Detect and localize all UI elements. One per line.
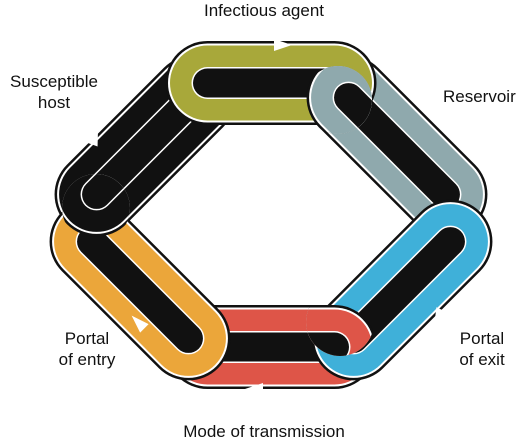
direction-arrow-icon (274, 39, 292, 51)
chain-links (49, 39, 493, 395)
direction-arrow-icon (131, 315, 149, 333)
label-reservoir: Reservoir (443, 87, 516, 106)
label-portal-of-exit: Portal of exit (459, 329, 505, 369)
label-susceptible-host: Susceptible host (10, 72, 98, 112)
label-infectious-agent: Infectious agent (203, 1, 325, 20)
direction-arrow-icon (86, 127, 99, 147)
direction-arrow-icon (245, 383, 263, 395)
label-mode-of-transmission: Mode of transmission (183, 422, 345, 441)
direction-arrow-icon (434, 307, 448, 327)
label-portal-of-entry: Portal of entry (58, 329, 116, 369)
link-portal-of-entry (49, 199, 231, 381)
link-reservoir (306, 66, 372, 134)
direction-arrow-icon (448, 107, 462, 127)
link-overlap (306, 66, 372, 134)
